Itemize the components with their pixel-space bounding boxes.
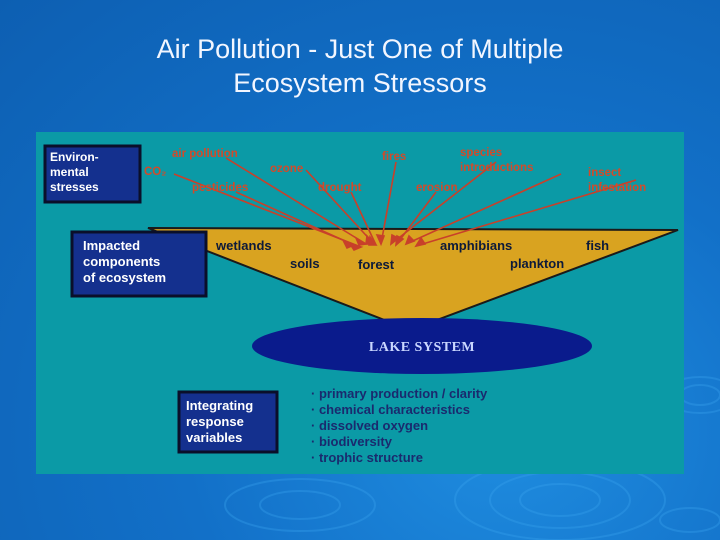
response-box-line1: Integrating [186,398,253,413]
response-box-line3: variables [186,430,242,445]
components-box-line2: components [83,254,160,269]
stress-box-line3: stresses [50,180,99,194]
slide-title-line1: Air Pollution - Just One of Multiple [156,34,564,64]
component-plankton: plankton [510,256,564,271]
component-wetlands: wetlands [215,238,272,253]
environmental-stresses-box: Environ- mental stresses [43,144,142,204]
stress-box-line1: Environ- [50,150,99,164]
slide-title: Air Pollution - Just One of Multiple Eco… [0,32,720,100]
stressor-fires: fires [382,151,406,163]
stressor-insect-line2: infestation [588,182,646,194]
list-item: · dissolved oxygen [311,418,428,433]
response-variables-list: · primary production / clarity · chemica… [311,386,488,465]
response-box-line2: response [186,414,244,429]
list-item: · primary production / clarity [311,386,488,401]
stressor-ozone: ozone [270,163,303,175]
components-box-line3: of ecosystem [83,270,166,285]
list-item: · chemical characteristics [311,402,470,417]
component-soils: soils [290,256,320,271]
component-amphibians: amphibians [440,238,512,253]
impacted-components-box: Impacted components of ecosystem [70,230,208,298]
response-variables-box: Integrating response variables [177,390,279,454]
stressor-air-pollution: air pollution [172,148,238,160]
lake-system: LAKE SYSTEM [252,318,592,374]
stressor-co2: CO₂ [144,166,166,178]
slide-title-line2: Ecosystem Stressors [233,68,487,98]
stressor-insect-line1: insect [588,167,621,179]
stressor-species-line2: introductions [460,162,533,174]
stressor-pesticides: pesticides [192,182,248,194]
list-item: · trophic structure [311,450,423,465]
ecosystem-stressors-diagram: Environ- mental stresses air pollution C… [36,132,684,474]
list-item: · biodiversity [311,434,393,449]
component-forest: forest [358,257,395,272]
stressor-arrows [173,157,637,251]
component-fish: fish [586,238,609,253]
stressor-species-line1: species [460,147,502,159]
stressor-erosion: erosion [416,182,458,194]
lake-system-label: LAKE SYSTEM [369,340,475,355]
components-box-line1: Impacted [83,238,140,253]
stressor-drought: drought [318,182,362,194]
stress-box-line2: mental [50,165,89,179]
ecosystem-funnel [147,227,679,332]
